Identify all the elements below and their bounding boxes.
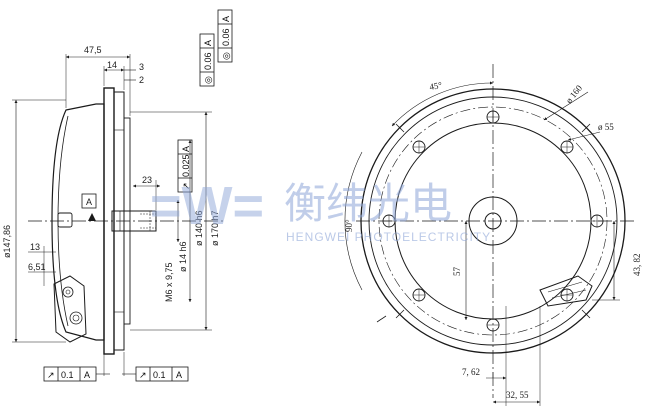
svg-text:0.025: 0.025 xyxy=(181,154,191,177)
dim-thread: M6 x 9,75 xyxy=(164,262,174,302)
dim-step: 2 xyxy=(139,75,144,85)
dim-flange-depth: 14 xyxy=(107,60,117,70)
tolerance-frame-bottom-right: ↗ 0.1 A xyxy=(135,366,189,382)
svg-text:◎: ◎ xyxy=(203,76,213,84)
watermark: =W= 衡纬光电 HENGWEI PHOTOELECTRICITY xyxy=(150,176,491,244)
svg-text:◎: ◎ xyxy=(221,52,231,60)
dim-shaft-length: 23 xyxy=(142,175,152,185)
svg-text:0.06: 0.06 xyxy=(203,52,213,70)
svg-text:0.1: 0.1 xyxy=(153,370,166,380)
bolt-circle xyxy=(378,106,608,336)
dim-bore: ø 14 h6 xyxy=(178,241,188,272)
tolerance-frame-top-1: A 0.06 ◎ xyxy=(199,33,215,87)
shaft-circle xyxy=(484,212,502,230)
connector-box xyxy=(57,212,73,228)
dim-angle-45: 45° xyxy=(429,80,444,92)
dim-rim-thickness: 3 xyxy=(139,62,144,72)
dim-pilot: ø 140 h6 xyxy=(194,210,204,246)
dim-hole-diameter: ø 55 xyxy=(598,122,614,132)
datum-label: A xyxy=(86,197,92,207)
dim-bolt-circle: ø 160 xyxy=(564,83,585,106)
side-view xyxy=(12,54,225,376)
watermark-logo: =W= xyxy=(150,176,264,236)
datum-triangle xyxy=(88,213,96,221)
svg-text:A: A xyxy=(221,16,231,22)
dim-connector-distance: 6,51 xyxy=(28,262,46,272)
front-connector xyxy=(539,275,593,307)
svg-text:A: A xyxy=(84,370,90,380)
dim-horizontal-offset-2: 32, 55 xyxy=(506,390,529,400)
dim-connector-offset: 13 xyxy=(30,242,40,252)
watermark-company-cn: 衡纬光电 xyxy=(284,179,452,228)
dim-spigot: ø 170 h7 xyxy=(210,210,220,246)
svg-text:↗: ↗ xyxy=(181,182,191,190)
dim-vertical-offset: 57 xyxy=(452,267,462,277)
svg-text:0.1: 0.1 xyxy=(61,370,74,380)
tolerance-frame-shaft: A 0.025 ↗ xyxy=(177,139,193,193)
svg-text:0.06: 0.06 xyxy=(221,28,231,46)
svg-text:A: A xyxy=(176,370,182,380)
dim-angle-90: 90° xyxy=(344,219,354,232)
svg-text:↗: ↗ xyxy=(47,370,55,380)
watermark-company-en: HENGWEI PHOTOELECTRICITY xyxy=(286,230,491,244)
tolerance-frame-top-2: A 0.06 ◎ xyxy=(217,9,233,63)
svg-text:A: A xyxy=(181,146,191,152)
hub-circle xyxy=(468,196,518,246)
svg-text:↗: ↗ xyxy=(139,370,147,380)
flange-inner-edge xyxy=(368,96,618,346)
tolerance-frame-bottom-left: ↗ 0.1 A xyxy=(43,366,97,382)
datum-a-box xyxy=(81,193,97,209)
rear-housing xyxy=(51,103,105,341)
svg-text:A: A xyxy=(203,40,213,46)
outer-flange-circle xyxy=(360,88,626,354)
cable-connector xyxy=(53,275,87,343)
dim-outer-diameter: ø147,86 xyxy=(2,225,12,258)
shaft xyxy=(111,210,157,232)
spigot xyxy=(123,117,131,325)
dim-overall-length: 47,5 xyxy=(84,45,102,55)
front-view xyxy=(344,64,636,406)
dim-horizontal-offset-1: 7, 62 xyxy=(462,367,480,377)
dim-height-offset: 43, 82 xyxy=(632,254,642,277)
